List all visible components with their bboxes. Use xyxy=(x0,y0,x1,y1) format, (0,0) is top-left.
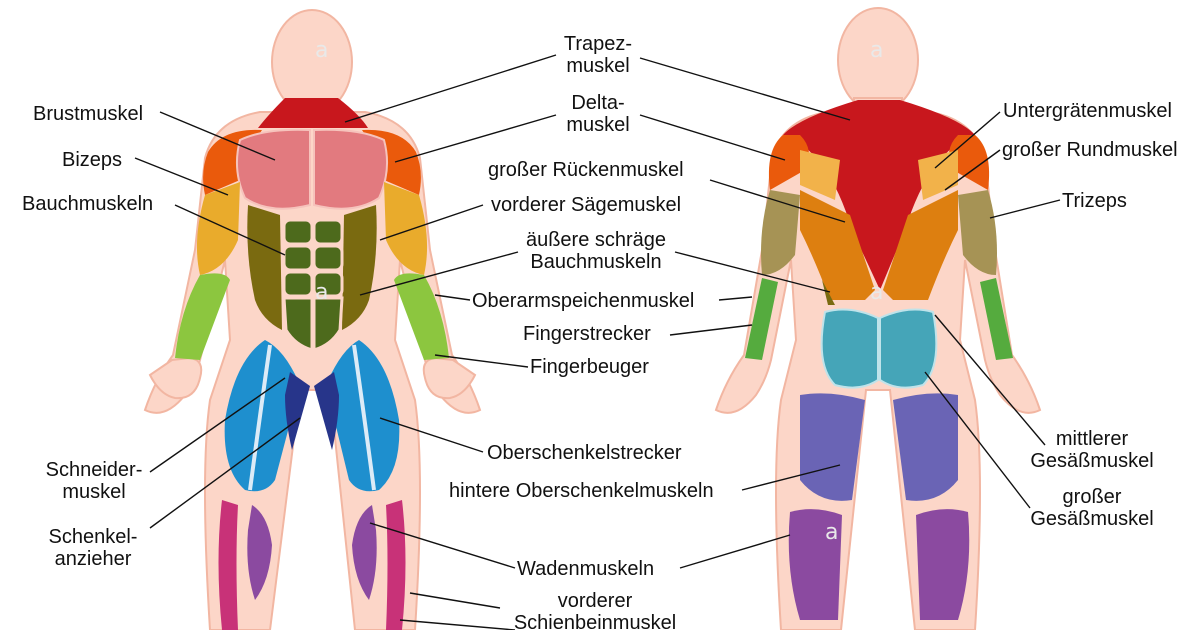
front-figure xyxy=(143,9,482,630)
label-oberschenkelstrecker: Oberschenkelstrecker xyxy=(487,442,682,464)
label-line: muskel xyxy=(566,114,630,136)
label-schneidermuskel: Schneider- muskel xyxy=(34,459,154,503)
back-figure xyxy=(714,7,1042,630)
label-wadenmuskeln: Wadenmuskeln xyxy=(517,558,655,580)
front-pectoral-left xyxy=(235,128,311,210)
front-biceps-left xyxy=(196,182,240,275)
label-line: vorderer xyxy=(557,590,633,612)
label-line: muskel xyxy=(566,55,630,77)
front-adductor-left xyxy=(285,372,310,450)
label-line: mittlerer xyxy=(1055,428,1129,450)
label-line: muskel xyxy=(62,481,126,503)
back-hamstring-right xyxy=(893,393,958,501)
front-oblique-right xyxy=(342,205,377,330)
label-trapezmuskel: Trapez- muskel xyxy=(556,33,640,77)
back-lats-right xyxy=(883,190,958,300)
label-bauchmuskeln: Bauchmuskeln xyxy=(22,193,154,215)
front-abs xyxy=(282,218,344,353)
back-deltoid-left xyxy=(768,135,809,190)
front-calf-right xyxy=(386,500,406,630)
label-grosser-gesaessmuskel: großer Gesäßmuskel xyxy=(1022,486,1162,530)
label-oberarmspeichenmuskel: Oberarmspeichenmuskel xyxy=(472,290,695,312)
back-forearm-left xyxy=(745,278,778,360)
front-calf-right-inner xyxy=(352,505,377,600)
label-line: anzieher xyxy=(54,548,132,570)
front-sartorius-right xyxy=(352,344,376,491)
front-pectoral-right xyxy=(313,128,389,210)
label-line: Schenkel- xyxy=(48,526,138,548)
front-sartorius-left xyxy=(248,344,272,491)
label-fingerbeuger: Fingerbeuger xyxy=(530,356,649,378)
label-hintere-oberschenkelmuskeln: hintere Oberschenkelmuskeln xyxy=(449,480,714,502)
label-grosser-rueckenmuskel: großer Rückenmuskel xyxy=(488,159,684,181)
label-line: Delta- xyxy=(571,92,625,114)
front-quadriceps-left xyxy=(224,340,300,492)
back-forearm-right xyxy=(980,278,1013,360)
label-line: Trapez- xyxy=(563,33,633,55)
label-aeussere-schraege-bauchmuskeln: äußere schräge Bauchmuskeln xyxy=(510,229,682,273)
front-adductor-right xyxy=(314,372,339,450)
back-triceps-left xyxy=(761,190,800,275)
back-deltoid-right xyxy=(949,135,990,190)
label-line: Schneider- xyxy=(45,459,143,481)
front-oblique-left xyxy=(247,205,282,330)
label-line: Bauchmuskeln xyxy=(530,251,662,273)
label-line: Gesäßmuskel xyxy=(1030,450,1154,472)
back-oblique-left xyxy=(822,280,835,305)
label-untergraetenmuskel: Untergrätenmuskel xyxy=(1003,100,1172,122)
label-line: Schienbeinmuskel xyxy=(513,612,677,634)
front-forearm-left xyxy=(175,273,230,360)
back-lats-left xyxy=(800,190,875,300)
watermark: a xyxy=(315,38,329,63)
label-line: äußere schräge xyxy=(525,229,667,251)
back-glute-left xyxy=(820,308,879,389)
label-line: großer xyxy=(1062,486,1122,508)
back-calf-right xyxy=(916,509,970,620)
back-infraspinatus-left xyxy=(800,150,840,200)
back-hamstring-left xyxy=(800,393,865,501)
back-trapezius xyxy=(783,100,975,290)
watermark: a xyxy=(870,38,884,63)
back-calf-left xyxy=(788,509,842,620)
label-vorderer-saegemuskel: vorderer Sägemuskel xyxy=(491,194,682,216)
leader-lines xyxy=(134,54,1061,630)
label-grosser-rundmuskel: großer Rundmuskel xyxy=(1002,139,1178,161)
back-triceps-right xyxy=(958,190,997,275)
front-forearm-right xyxy=(394,273,449,360)
back-glute-right xyxy=(879,308,938,389)
label-schenkelanzieher: Schenkel- anzieher xyxy=(36,526,150,570)
label-fingerstrecker: Fingerstrecker xyxy=(523,323,651,345)
front-calf-left xyxy=(218,500,238,630)
watermark: a xyxy=(870,280,884,305)
label-brustmuskel: Brustmuskel xyxy=(33,103,144,125)
label-trizeps: Trizeps xyxy=(1062,190,1127,212)
label-mittlerer-gesaessmuskel: mittlerer Gesäßmuskel xyxy=(1022,428,1162,472)
front-trapezius xyxy=(258,98,368,128)
watermark: a xyxy=(315,280,329,305)
watermark: a xyxy=(825,520,839,545)
label-bizeps: Bizeps xyxy=(62,149,123,171)
label-deltamuskel: Delta- muskel xyxy=(556,92,640,136)
front-biceps-right xyxy=(384,182,428,275)
front-calf-left-inner xyxy=(247,505,272,600)
label-vorderer-schienbeinmuskel: vorderer Schienbeinmuskel xyxy=(500,590,690,634)
label-line: Gesäßmuskel xyxy=(1030,508,1154,530)
